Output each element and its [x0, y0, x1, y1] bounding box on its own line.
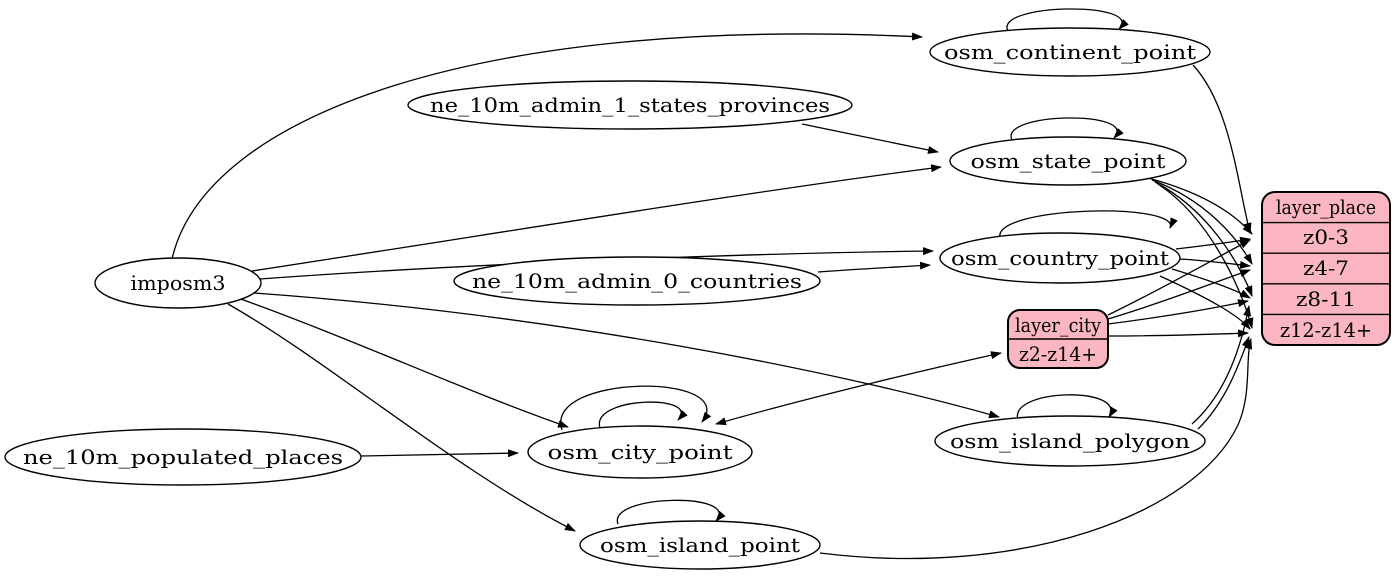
edge-osm-island-polygon-z8-11 [1191, 305, 1252, 425]
node-osm-city-point: osm_city_point [527, 425, 753, 479]
edge-osm-state-point-z0-3 [1147, 177, 1253, 235]
edge-osm-city-point-z4-7 [1107, 269, 1251, 320]
edge-osm-city-point-z8-11 [1107, 299, 1249, 325]
node-imposm3: imposm3 [94, 257, 262, 309]
edge-osm-country-point-z8-11 [1171, 268, 1251, 299]
edge-osm-continent-point-z0-3 [1192, 64, 1252, 234]
node-osm-country-point: osm_country_point [939, 232, 1181, 284]
selfloop-osm-island-polygon [1017, 394, 1118, 421]
node-ne-10m-populated-places: ne_10m_populated_places [4, 428, 362, 486]
edge-osm-country-point-z4-7 [1179, 258, 1251, 269]
edge-ne-states-osm-state-point [801, 123, 939, 154]
selfloop-osm-city-point-inner [598, 401, 688, 429]
selfloop-osm-island-point [617, 499, 726, 525]
edge-osm-island-point-z12-z14 [819, 338, 1253, 560]
node-osm-island-polygon: osm_island_polygon [934, 415, 1206, 467]
selfloop-osm-country-point [999, 210, 1178, 239]
layer-place-row-z4-7: z4-7 [1303, 256, 1349, 280]
edge-imposm3-osm-island-polygon [253, 292, 1000, 419]
node-ne-places-label: ne_10m_populated_places [23, 445, 343, 469]
selfloop-osm-city-point-outer [560, 385, 712, 431]
layer-place-row-z8-11: z8-11 [1296, 287, 1356, 311]
edge-ne-places-osm-city-point [360, 449, 519, 458]
layer-city-title: layer_city [1015, 313, 1102, 337]
node-osm-continent-point: osm_continent_point [929, 27, 1211, 77]
node-osm-city-point-label: osm_city_point [548, 440, 733, 464]
node-ne-10m-admin-1-states-provinces: ne_10m_admin_1_states_provinces [407, 80, 853, 130]
node-osm-island-point-label: osm_island_point [600, 533, 800, 557]
edge-osm-city-point-z0-3 [1107, 239, 1251, 316]
layer-place-row-z12-z14: z12-z14+ [1280, 318, 1372, 342]
edge-imposm3-osm-city-point [237, 297, 569, 428]
selfloop-osm-state-point [1010, 117, 1124, 141]
node-osm-state-point: osm_state_point [949, 136, 1187, 186]
edge-osm-state-point-z8-11 [1154, 181, 1253, 297]
layer-city-row-z2-z14: z2-z14+ [1019, 342, 1097, 366]
edge-imposm3-osm-island-point [227, 303, 576, 532]
node-ne-10m-admin-0-countries: ne_10m_admin_0_countries [453, 256, 821, 306]
edge-osm-state-point-z4-7 [1151, 179, 1253, 265]
edge-imposm3-osm-continent-point [171, 32, 923, 260]
record-layer-city: layer_city z2-z14+ [1007, 309, 1109, 369]
node-imposm3-label: imposm3 [131, 271, 226, 295]
nodes: imposm3 ne_10m_admin_1_states_provinces … [4, 27, 1211, 570]
node-osm-continent-point-label: osm_continent_point [944, 40, 1196, 64]
edge-ne-countries-osm-country-point [817, 261, 931, 273]
edge-osm-city-point-z12-z14 [1107, 329, 1249, 338]
layer-place-row-z0-3: z0-3 [1303, 225, 1349, 249]
layer-place-title: layer_place [1276, 195, 1376, 219]
record-layer-place: layer_place z0-3 z4-7 z8-11 z12-z14+ [1261, 191, 1391, 346]
node-ne-states-label: ne_10m_admin_1_states_provinces [430, 93, 830, 117]
node-ne-countries-label: ne_10m_admin_0_countries [472, 269, 802, 293]
node-osm-state-point-label: osm_state_point [971, 149, 1166, 173]
edge-osm-city-point-layer-city [715, 351, 1002, 426]
node-osm-country-point-label: osm_country_point [951, 246, 1169, 270]
edges [171, 8, 1254, 560]
node-osm-island-polygon-label: osm_island_polygon [950, 429, 1190, 453]
node-osm-island-point: osm_island_point [579, 520, 821, 570]
selfloop-osm-continent-point [1006, 8, 1129, 32]
edge-imposm3-osm-state-point [251, 164, 942, 272]
